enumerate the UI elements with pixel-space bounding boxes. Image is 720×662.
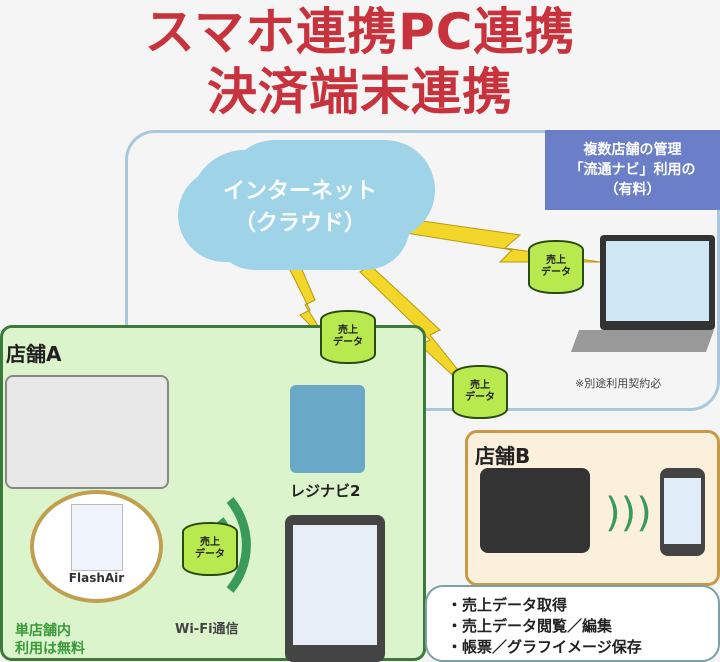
multi-store-line-1: 複数店舗の管理 (583, 142, 682, 158)
store-b-label: 店舗B (475, 444, 531, 468)
wifi-label: Wi-Fi通信 (175, 622, 239, 637)
sales-data-cylinder: 売上データ (320, 310, 376, 364)
data-label-1: 売上 (338, 325, 358, 336)
sales-data-cylinder: 売上データ (452, 365, 508, 419)
payment-terminal-icon (480, 468, 590, 553)
features-bubble: ・売上データ取得 ・売上データ閲覧／編集 ・帳票／グラフイメージ保存 (425, 585, 720, 662)
note-line-2: 利用は無料 (15, 641, 85, 657)
reginavi-app-icon (290, 385, 365, 473)
feature-item: ・帳票／グラフイメージ保存 (447, 638, 642, 656)
multi-store-line-2: 「流通ナビ」利用の (569, 162, 696, 178)
sd-card-icon (70, 504, 123, 571)
note-line-1: 単店舗内 (15, 623, 71, 639)
feature-item: ・売上データ閲覧／編集 (447, 617, 613, 635)
reginavi-label: レジナビ2 (290, 482, 361, 500)
data-label-1: 売上 (546, 255, 566, 266)
flashair-bubble: FlashAir (30, 490, 163, 603)
data-label-1: 売上 (470, 380, 490, 391)
title-line-1: スマホ連携PC連携 (144, 3, 576, 61)
data-label-2: データ (333, 337, 363, 348)
cloud-line-2: （クラウド） (233, 211, 366, 236)
laptop-keyboard (570, 330, 715, 352)
store-a-note: 単店舗内 利用は無料 (15, 622, 85, 658)
internet-cloud: インターネット （クラウド） (190, 150, 410, 260)
flashair-label: FlashAir (68, 571, 125, 585)
multi-store-line-3: （有料） (604, 182, 661, 198)
store-a-label: 店舗A (6, 342, 62, 366)
smartphone-icon (660, 468, 705, 556)
feature-item: ・売上データ取得 (447, 596, 568, 614)
tablet-icon (285, 515, 385, 662)
data-label-2: データ (541, 267, 571, 278)
wireless-icon: ))) (605, 490, 652, 536)
data-label-2: データ (465, 392, 495, 403)
sales-data-cylinder: 売上データ (182, 522, 238, 576)
cloud-line-1: インターネット (222, 179, 377, 204)
title-line-2: 決済端末連携 (207, 63, 513, 121)
multi-store-box: 複数店舗の管理 「流通ナビ」利用の （有料） (545, 130, 720, 210)
data-label-1: 売上 (200, 537, 220, 548)
data-label-2: データ (195, 549, 225, 560)
laptop-note: ※別途利用契約必 (575, 377, 662, 390)
laptop-icon (600, 235, 715, 330)
sales-data-cylinder: 売上データ (528, 240, 584, 294)
cash-register-icon (5, 375, 169, 489)
